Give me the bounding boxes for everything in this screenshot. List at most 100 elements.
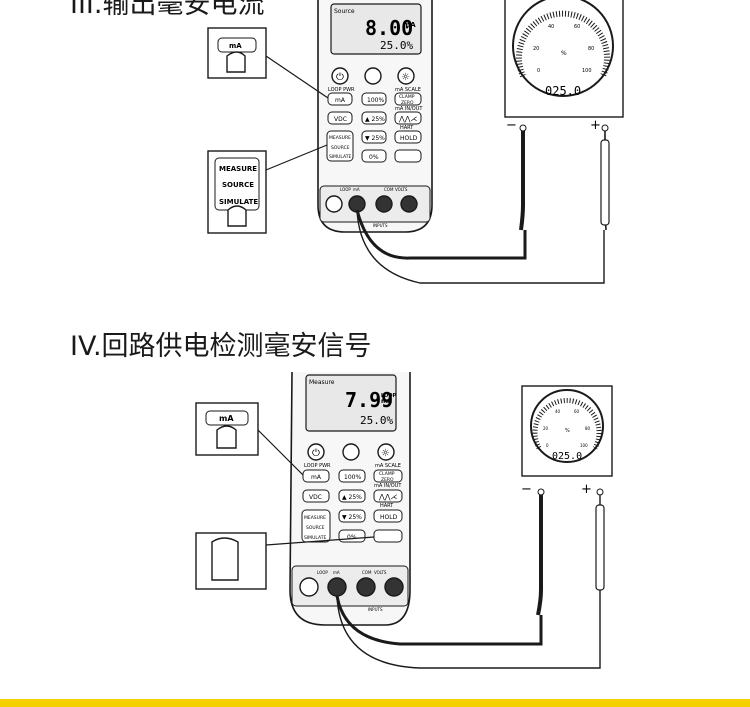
- volts-jack-label: VOLTS: [395, 187, 408, 192]
- blank-key[interactable]: [394, 149, 422, 163]
- hold-key[interactable]: [373, 509, 403, 523]
- vdc-key[interactable]: [327, 111, 353, 125]
- gauge-readout: 025.0: [545, 84, 581, 98]
- loop-power-button[interactable]: [342, 443, 360, 461]
- measure-source-key[interactable]: [301, 509, 331, 543]
- footer-accent-bar: [0, 699, 750, 707]
- section-3-diagram: Source 8.00 mA 25.0% ⏻ ☼ LOOP PWR mA SCA…: [207, 0, 624, 284]
- ma-jack-plugged[interactable]: [327, 577, 347, 597]
- measure-callout-label: MEASURE: [219, 165, 257, 173]
- gauge-scale-40: 40: [548, 24, 554, 30]
- backlight-button[interactable]: [397, 67, 415, 85]
- lcd-mode-label: Source: [334, 8, 355, 15]
- simulate-key-label: SIMULATE: [329, 154, 351, 160]
- com-jack-plugged[interactable]: [375, 195, 393, 213]
- pct0-key-label: 0%: [347, 534, 357, 541]
- gauge-scale-100: 100: [580, 443, 588, 448]
- sun-icon: ☼: [401, 72, 410, 83]
- finger-icon: [227, 205, 247, 227]
- volts-jack[interactable]: [400, 195, 418, 213]
- gauge-scale-100: 100: [582, 68, 592, 74]
- hold-key[interactable]: [394, 130, 422, 144]
- zero-label: ZERO: [401, 100, 414, 106]
- ramp-key[interactable]: [394, 111, 422, 125]
- hold-key-label: HOLD: [400, 135, 418, 142]
- ma-jack-plugged[interactable]: [348, 195, 366, 213]
- ma-key-label: mA: [335, 97, 346, 104]
- ma-callout-pointer: [265, 55, 329, 99]
- inputs-label: INPUTS: [368, 607, 383, 612]
- com-jack[interactable]: [356, 577, 376, 597]
- clamp-label: CLAMP: [379, 471, 395, 477]
- gauge-scale-60: 60: [574, 409, 580, 414]
- minus-terminal-label: −: [521, 482, 532, 497]
- meter-body: Measure 7.99 LOOP mA 25.0% ⏻ ☼ LOOP PWR …: [289, 371, 411, 626]
- ma-callout-pointer: [257, 429, 304, 476]
- ma-inout-label: mA IN/OUT: [374, 483, 402, 489]
- black-lead: [355, 209, 527, 260]
- gauge-scale-80: 80: [585, 426, 591, 431]
- down25-key[interactable]: [361, 130, 387, 144]
- finger-icon: [216, 425, 237, 449]
- clamp-zero-key[interactable]: [373, 469, 403, 483]
- pct100-key[interactable]: [338, 469, 366, 483]
- backlight-button[interactable]: [377, 443, 395, 461]
- up25-key-label: ▲ 25%: [342, 494, 362, 501]
- plus-terminal-label: +: [581, 482, 592, 497]
- gauge-scale-20: 20: [533, 46, 539, 52]
- gauge-dial: [512, 0, 614, 97]
- down25-key-label: ▼ 25%: [365, 135, 385, 142]
- up25-key[interactable]: [361, 111, 387, 125]
- loop-pwr-label: LOOP PWR: [304, 463, 331, 469]
- com-jack-label: COM: [384, 187, 394, 192]
- down25-key-label: ▼ 25%: [342, 514, 362, 521]
- ma-callout-label: mA: [219, 414, 234, 423]
- source-key-label: SOURCE: [306, 525, 325, 531]
- gauge-scale-20: 20: [543, 426, 549, 431]
- gauge-scale-0: 0: [546, 443, 549, 448]
- lcd-main-value: 7.99: [345, 388, 393, 412]
- loop-power-button[interactable]: [364, 67, 382, 85]
- minus-terminal-label: −: [506, 118, 517, 133]
- lcd-main-value: 8.00: [365, 16, 413, 40]
- vdc-key-label: VDC: [334, 116, 347, 123]
- lcd-percent: 25.0%: [360, 414, 393, 427]
- loop-jack[interactable]: [325, 195, 343, 213]
- gauge-ticks: [532, 398, 602, 450]
- ma-jack-label: mA: [333, 570, 340, 575]
- power-icon: ⏻: [312, 448, 320, 459]
- ma-scale-label: mA SCALE: [395, 87, 421, 93]
- gauge-ticks: [516, 10, 610, 78]
- power-button[interactable]: [331, 67, 349, 85]
- loop-jack[interactable]: [299, 577, 319, 597]
- volts-jack-label: VOLTS: [374, 570, 387, 575]
- ma-key[interactable]: [327, 92, 353, 106]
- up25-key[interactable]: [338, 489, 366, 503]
- red-probe-handle: [600, 139, 610, 226]
- pct100-key[interactable]: [361, 92, 387, 106]
- simulate-callout-label: SIMULATE: [219, 198, 258, 206]
- hart-label: HART: [400, 125, 414, 131]
- loop-pwr-label: LOOP PWR: [328, 87, 355, 93]
- pct0-key[interactable]: [361, 149, 387, 163]
- down25-key[interactable]: [338, 509, 366, 523]
- blank-callout-pointer: [265, 536, 375, 546]
- black-probe: [536, 490, 543, 616]
- black-probe: [519, 125, 525, 231]
- lcd-unit: mA: [381, 398, 392, 405]
- vdc-key[interactable]: [302, 489, 330, 503]
- ramp-key[interactable]: [373, 489, 403, 503]
- loop-jack-label: LOOP: [340, 187, 351, 192]
- clamp-label: CLAMP: [399, 94, 415, 100]
- lcd-unit-loop: LOOP: [381, 393, 397, 399]
- measure-source-key[interactable]: [326, 130, 354, 162]
- blank-key[interactable]: [373, 529, 403, 543]
- power-button[interactable]: [307, 443, 325, 461]
- volts-jack[interactable]: [384, 577, 404, 597]
- zero-label: ZERO: [381, 477, 394, 483]
- clamp-zero-key[interactable]: [394, 92, 422, 106]
- section-3-title: III.输出毫安电流: [70, 0, 265, 20]
- red-probe-tip: [596, 488, 604, 496]
- ma-key[interactable]: [302, 469, 330, 483]
- ma-scale-label: mA SCALE: [375, 463, 401, 469]
